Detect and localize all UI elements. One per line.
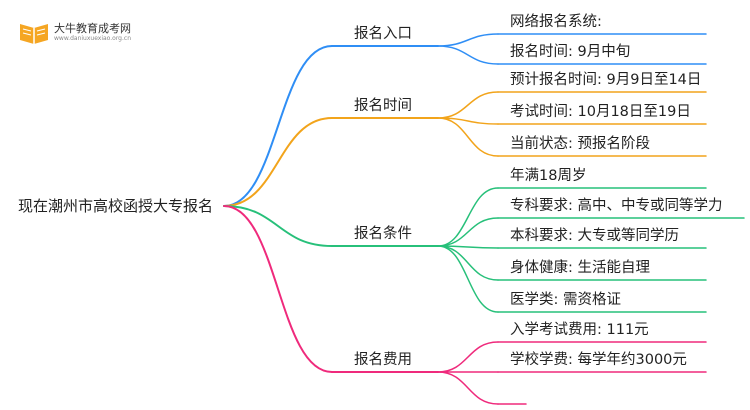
leaf-label[interactable]: 预计报名时间: 9月9日至14日 [510,72,702,88]
leaf-connector [437,187,499,247]
logo-url: www.daniuxuexiao.org.cn [54,35,131,42]
leaf-connector [437,245,499,313]
branch-label[interactable]: 报名入口 [354,26,412,42]
site-logo[interactable]: 大牛教育成考网 www.daniuxuexiao.org.cn [18,18,138,46]
leaf-connector [437,245,499,281]
logo-title: 大牛教育成考网 [54,22,131,35]
branch-label[interactable]: 报名时间 [354,98,412,114]
branch-connector [223,45,333,207]
leaf-label[interactable]: 当前状态: 预报名阶段 [510,136,650,152]
leaf-connector [437,91,499,119]
leaf-connector [437,371,499,405]
leaf-connector [437,217,499,247]
leaf-label[interactable]: 考试时间: 10月18日至19日 [510,104,691,120]
leaf-connector [437,117,499,157]
branch-connector [223,205,333,247]
leaf-label[interactable]: 专科要求: 高中、中专或同等学力 [510,198,723,214]
leaf-label[interactable]: 学校学费: 每学年约3000元 [510,352,687,368]
leaf-label[interactable]: 报名时间: 9月中旬 [510,44,631,60]
leaf-label[interactable]: 入学考试费用: 111元 [510,322,649,338]
branch-connector [223,117,333,207]
leaf-connector [437,341,499,373]
leaf-label[interactable]: 网络报名系统: [510,14,602,30]
leaf-connector [437,33,499,47]
leaf-label[interactable]: 年满18周岁 [510,168,587,184]
branch-label[interactable]: 报名条件 [354,226,412,242]
leaf-label[interactable]: 本科要求: 大专或等同学历 [510,228,679,244]
leaf-label[interactable]: 身体健康: 生活能自理 [510,260,650,276]
branch-connector [223,205,333,373]
root-node-label[interactable]: 现在潮州市高校函授大专报名 [18,197,214,215]
book-icon [20,24,48,44]
leaf-label[interactable]: 医学类: 需资格证 [510,292,621,308]
leaf-connector [437,45,499,65]
branch-label[interactable]: 报名费用 [354,352,412,368]
